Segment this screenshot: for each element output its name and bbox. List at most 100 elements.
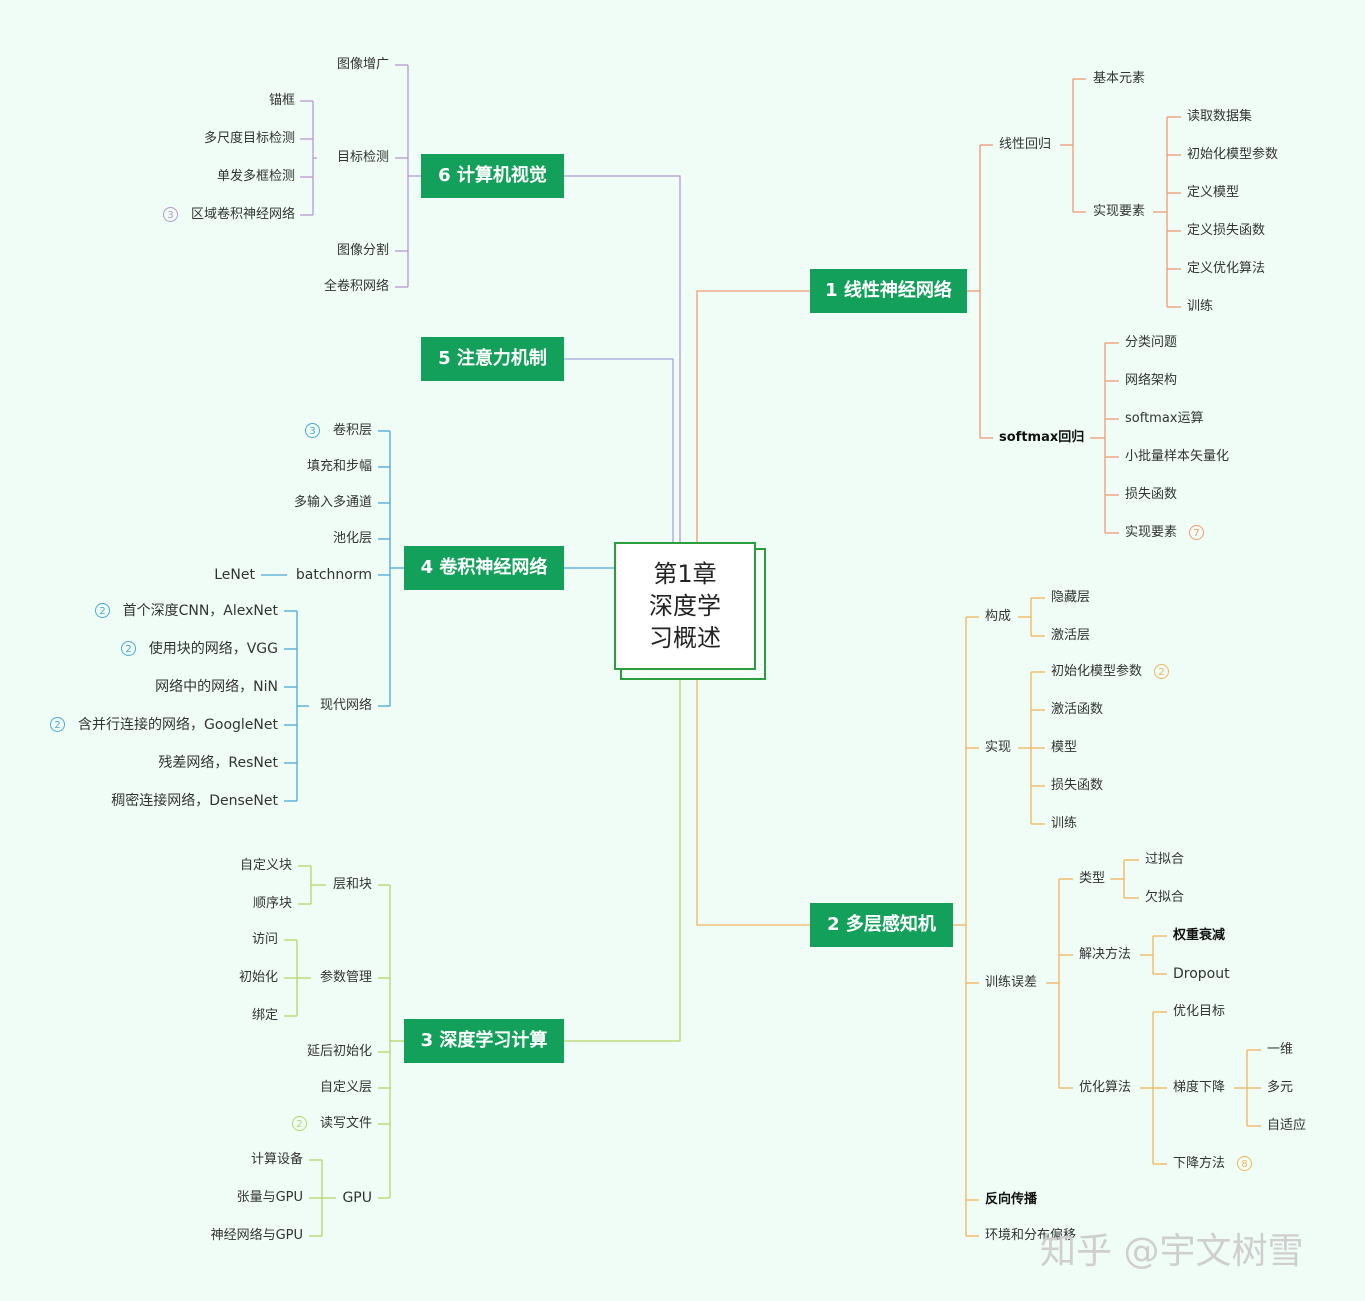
node-mlp-act[interactable]: 激活层 [1051, 628, 1091, 643]
node-mlp-bp[interactable]: 反向传播 [985, 1192, 1038, 1207]
node-ln-loss[interactable]: 损失函数 [1125, 487, 1178, 502]
node-dc-dev[interactable]: 计算设备 [250, 1152, 303, 1167]
watermark: 知乎 @宇文树雪 [1040, 1231, 1304, 1272]
topic-t2[interactable]: 2 多层感知机 [810, 903, 953, 947]
node-mlp-initp[interactable]: 初始化模型参数 [1051, 664, 1143, 679]
count-badge[interactable]: 2 [292, 1116, 307, 1131]
count-badge[interactable]: 7 [1189, 525, 1204, 540]
count-badge[interactable]: 3 [163, 207, 178, 222]
node-cnn-bn[interactable]: batchnorm [295, 567, 372, 583]
node-cnn-pool[interactable]: 池化层 [332, 531, 372, 546]
node-cv-ms[interactable]: 多尺度目标检测 [203, 131, 295, 146]
node-dc-bind[interactable]: 绑定 [251, 1008, 278, 1023]
node-ln-defo[interactable]: 定义优化算法 [1187, 261, 1266, 276]
node-dc-custom-layer[interactable]: 自定义层 [319, 1080, 372, 1095]
node-cv-anchor[interactable]: 锚框 [268, 93, 295, 108]
topic-t5[interactable]: 5 注意力机制 [421, 337, 564, 381]
node-dc-rw[interactable]: 读写文件 [319, 1116, 372, 1131]
node-dc-gpu[interactable]: GPU [342, 1190, 372, 1206]
node-mlp-drop[interactable]: Dropout [1173, 966, 1230, 982]
connector-cv [564, 175, 681, 542]
node-mlp-multi[interactable]: 多元 [1267, 1080, 1294, 1095]
node-mlp-under[interactable]: 欠拟合 [1145, 890, 1185, 905]
node-cv-seg[interactable]: 图像分割 [336, 243, 389, 258]
node-mlp-wd[interactable]: 权重衰减 [1173, 928, 1226, 943]
node-cnn-dense[interactable]: 稠密连接网络，DenseNet [111, 793, 278, 809]
node-ln-defl[interactable]: 定义损失函数 [1187, 223, 1266, 238]
node-ln-impl2[interactable]: 实现要素 [1125, 525, 1178, 540]
node-cnn-modern[interactable]: 现代网络 [319, 698, 372, 713]
node-ln-lr[interactable]: 线性回归 [999, 137, 1052, 152]
node-cnn-res[interactable]: 残差网络，ResNet [158, 755, 278, 771]
node-mlp-opt[interactable]: 优化算法 [1079, 1080, 1132, 1095]
central-node[interactable]: 第1章 深度学 习概述 [614, 542, 756, 670]
node-cv-fcn[interactable]: 全卷积网络 [323, 279, 389, 294]
node-cnn-multi[interactable]: 多输入多通道 [293, 495, 372, 510]
node-ln-train[interactable]: 训练 [1187, 299, 1214, 314]
node-mlp-actf[interactable]: 激活函数 [1051, 702, 1104, 717]
count-badge[interactable]: 3 [305, 423, 320, 438]
node-mlp-gd[interactable]: 梯度下降 [1173, 1080, 1226, 1095]
node-ln-defm[interactable]: 定义模型 [1187, 185, 1240, 200]
count-badge[interactable]: 2 [95, 603, 110, 618]
node-ln-impl[interactable]: 实现要素 [1093, 204, 1146, 219]
central-line-1: 第1章 [653, 560, 717, 588]
node-mlp-model[interactable]: 模型 [1051, 740, 1078, 755]
central-line-2: 深度学 [649, 592, 721, 620]
node-dc-layer[interactable]: 层和块 [332, 877, 372, 892]
node-dc-init[interactable]: 初始化 [238, 970, 278, 985]
connector-compute [564, 670, 681, 1042]
node-mlp-goal[interactable]: 优化目标 [1173, 1004, 1226, 1019]
node-ln-basic[interactable]: 基本元素 [1093, 71, 1146, 86]
node-ln-vec[interactable]: 小批量样本矢量化 [1125, 449, 1230, 464]
node-cv-aug[interactable]: 图像增广 [336, 57, 389, 72]
node-cv-det[interactable]: 目标检测 [336, 150, 389, 165]
topic-t1[interactable]: 1 线性神经网络 [810, 269, 967, 313]
node-dc-tensor[interactable]: 张量与GPU [236, 1190, 303, 1205]
node-mlp-err[interactable]: 训练误差 [985, 975, 1038, 990]
node-cnn-pad[interactable]: 填充和步幅 [306, 459, 372, 474]
node-dc-access[interactable]: 访问 [251, 932, 278, 947]
node-mlp-adapt[interactable]: 自适应 [1267, 1118, 1307, 1133]
node-mlp-1d[interactable]: 一维 [1267, 1042, 1294, 1057]
node-cnn-lenet[interactable]: LeNet [214, 567, 255, 583]
node-mlp-env[interactable]: 环境和分布偏移 [985, 1228, 1077, 1243]
node-mlp-desc[interactable]: 下降方法 [1173, 1156, 1226, 1171]
topic-t4[interactable]: 4 卷积神经网络 [404, 546, 564, 590]
count-badge[interactable]: 8 [1237, 1156, 1252, 1171]
node-dc-param[interactable]: 参数管理 [319, 970, 372, 985]
node-cnn-vgg[interactable]: 使用块的网络，VGG [148, 641, 278, 657]
node-ln-initp[interactable]: 初始化模型参数 [1187, 147, 1279, 162]
node-ln-soft[interactable]: softmax回归 [999, 430, 1085, 445]
node-ln-cls[interactable]: 分类问题 [1125, 335, 1178, 350]
topic-t6[interactable]: 6 计算机视觉 [421, 154, 564, 198]
node-cnn-goog[interactable]: 含并行连接的网络，GoogleNet [78, 717, 278, 733]
node-dc-seq[interactable]: 顺序块 [252, 896, 292, 911]
node-ln-read[interactable]: 读取数据集 [1187, 109, 1253, 124]
node-mlp-comp[interactable]: 构成 [985, 609, 1012, 624]
node-dc-nn[interactable]: 神经网络与GPU [210, 1228, 303, 1243]
node-cv-ssd[interactable]: 单发多框检测 [216, 169, 295, 184]
count-badge[interactable]: 2 [50, 717, 65, 732]
node-dc-custom-block[interactable]: 自定义块 [239, 858, 292, 873]
node-cnn-nin[interactable]: 网络中的网络，NiN [155, 679, 278, 695]
count-badge[interactable]: 2 [1154, 664, 1169, 679]
node-mlp-over[interactable]: 过拟合 [1145, 852, 1185, 867]
node-ln-arch[interactable]: 网络架构 [1125, 373, 1178, 388]
topic-t3[interactable]: 3 深度学习计算 [404, 1019, 564, 1063]
node-mlp-loss[interactable]: 损失函数 [1051, 778, 1104, 793]
node-cnn-alex[interactable]: 首个深度CNN，AlexNet [122, 603, 278, 619]
node-dc-defer[interactable]: 延后初始化 [306, 1044, 372, 1059]
connector-attention [564, 358, 674, 542]
count-badge[interactable]: 2 [121, 641, 136, 656]
node-mlp-impl[interactable]: 实现 [985, 740, 1012, 755]
node-mlp-train[interactable]: 训练 [1051, 816, 1078, 831]
node-cv-rcnn[interactable]: 区域卷积神经网络 [190, 207, 295, 222]
node-mlp-sol[interactable]: 解决方法 [1079, 947, 1132, 962]
node-mlp-hidden[interactable]: 隐藏层 [1051, 590, 1091, 605]
node-mlp-type[interactable]: 类型 [1079, 871, 1106, 886]
node-cnn-conv[interactable]: 卷积层 [332, 423, 372, 438]
node-ln-smop[interactable]: softmax运算 [1125, 411, 1204, 426]
